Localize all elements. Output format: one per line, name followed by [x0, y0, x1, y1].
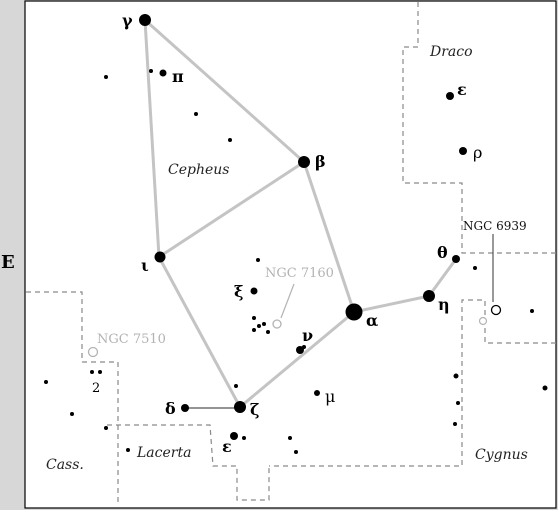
faint-star — [456, 401, 460, 405]
ngc7510-marker — [87, 346, 99, 358]
deep-sky-objects — [87, 304, 502, 358]
star-rho — [459, 147, 467, 155]
constellation-boundaries — [26, 2, 556, 502]
label-draco: Draco — [429, 44, 473, 60]
star-mu — [314, 390, 320, 396]
star-delta — [181, 404, 189, 412]
label-ngc6939: NGC 6939 — [463, 219, 527, 233]
faint-star — [453, 422, 457, 426]
star-epsilon-dra — [446, 92, 454, 100]
star-theta — [452, 255, 460, 263]
faint-star — [234, 384, 238, 388]
faint-star — [252, 316, 256, 320]
ngc7160-pointer — [280, 283, 295, 319]
label-epsilon-dra: ε — [457, 80, 467, 99]
faint-star — [149, 69, 153, 73]
star-zeta — [234, 401, 246, 413]
line-alpha-zeta — [238, 310, 356, 409]
draco-boundary — [402, 2, 556, 254]
label-theta: θ — [437, 243, 448, 262]
star-labels: γ π β ι ξ α η θ ν μ δ ζ ε ε ρ — [122, 11, 482, 456]
label-ngc7510: NGC 7510 — [97, 332, 166, 347]
label-cass-2: 2 — [92, 381, 100, 396]
ngc7160-marker — [272, 319, 282, 329]
label-iota: ι — [141, 256, 149, 275]
faint-star — [262, 322, 266, 326]
faint-star — [257, 324, 261, 328]
label-xi: ξ — [234, 282, 243, 301]
faint-star — [228, 138, 232, 142]
faint-star — [242, 436, 246, 440]
lacerta-boundary — [107, 424, 270, 501]
faint-star — [302, 345, 306, 349]
label-eta: η — [438, 295, 450, 314]
star-eta — [423, 290, 435, 302]
line-iota-zeta — [157, 255, 242, 409]
label-delta: δ — [165, 399, 176, 418]
ngc6939-marker — [490, 304, 502, 316]
chart-frame — [24, 0, 557, 509]
star-xi — [250, 287, 258, 295]
line-gamma-beta — [143, 18, 306, 164]
line-beta-iota — [157, 160, 306, 259]
constellation-figure — [143, 18, 458, 409]
faint-star — [104, 426, 108, 430]
label-cassiopeia: Cass. — [46, 457, 84, 473]
label-zeta: ζ — [250, 400, 259, 419]
faint-star — [542, 385, 548, 391]
faint-star — [453, 373, 459, 379]
star-nu — [296, 346, 304, 354]
faint-star — [252, 328, 256, 332]
faint-star — [98, 370, 102, 374]
line-eta-theta — [427, 257, 458, 298]
faint-star — [530, 309, 534, 313]
constellation-names: Cepheus Draco Lacerta Cygnus Cass. — [46, 44, 528, 473]
star-beta — [298, 156, 310, 168]
star-epsilon-cep — [230, 432, 238, 440]
label-cygnus: Cygnus — [475, 447, 528, 463]
star-iota — [154, 251, 166, 263]
line-beta-alpha — [302, 160, 356, 314]
faint-star — [294, 450, 298, 454]
star-alpha — [345, 303, 363, 321]
line-gamma-iota — [143, 18, 161, 259]
star-gamma — [139, 14, 151, 26]
faint-star — [288, 436, 292, 440]
faint-star — [194, 112, 198, 116]
faint-star — [90, 370, 94, 374]
faint-star — [70, 412, 74, 416]
faint-star — [256, 258, 260, 262]
named-stars — [139, 14, 467, 440]
object-labels: NGC 6939 NGC 7160 NGC 7510 2 — [92, 219, 527, 396]
faint-star — [126, 448, 130, 452]
faint-star — [266, 330, 270, 334]
label-epsilon-cep: ε — [222, 437, 232, 456]
faint-cluster-marker — [478, 316, 488, 326]
label-mu: μ — [325, 387, 335, 406]
label-pi: π — [172, 67, 184, 86]
label-cepheus: Cepheus — [168, 162, 229, 178]
label-lacerta: Lacerta — [136, 445, 191, 461]
faint-star — [104, 75, 108, 79]
star-pi — [159, 69, 167, 77]
cass-boundary-upper — [26, 291, 119, 502]
cygnus-boundary — [269, 299, 556, 467]
line-alpha-eta — [352, 294, 431, 314]
label-rho: ρ — [473, 143, 482, 162]
faint-stars — [44, 69, 548, 454]
faint-star — [473, 266, 477, 270]
label-beta: β — [315, 152, 326, 171]
edge-label-east: E — [1, 252, 15, 273]
faint-star — [44, 380, 48, 384]
label-alpha: α — [366, 311, 378, 330]
label-ngc7160: NGC 7160 — [265, 266, 334, 281]
label-nu: ν — [302, 326, 313, 345]
label-gamma: γ — [122, 11, 133, 30]
